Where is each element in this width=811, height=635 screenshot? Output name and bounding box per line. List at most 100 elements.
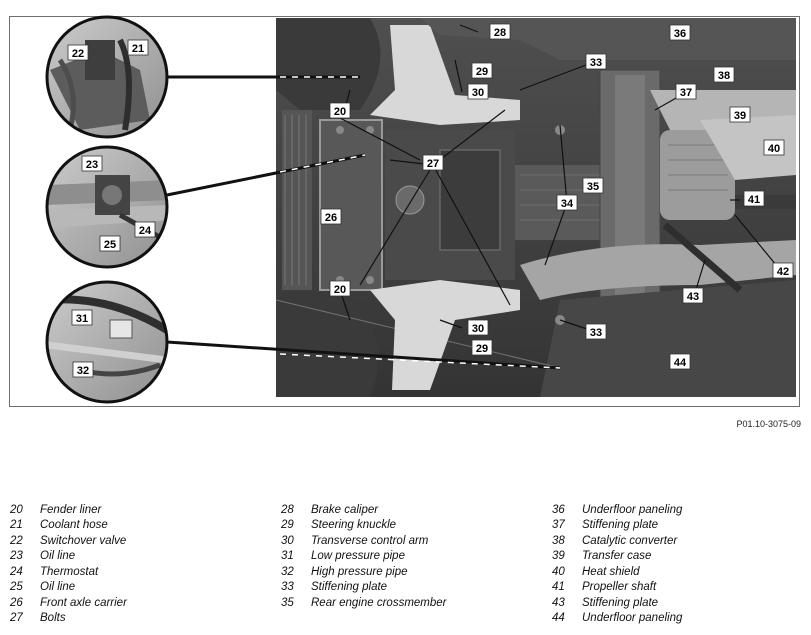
legend-number: 22 — [10, 535, 23, 547]
legend-number: 31 — [281, 550, 294, 562]
legend-label: Stiffening plate — [582, 597, 659, 609]
legend-number: 44 — [552, 612, 565, 624]
callout-c27: 27 — [422, 154, 444, 171]
callout-text: 44 — [674, 357, 687, 369]
callout-text: 31 — [76, 313, 88, 325]
callout-text: 27 — [427, 158, 439, 170]
detail-circle-bottom — [45, 280, 169, 404]
callout-c22: 22 — [67, 44, 89, 61]
legend-label: High pressure pipe — [311, 566, 408, 578]
callout-text: 20 — [334, 106, 346, 118]
callout-text: 34 — [561, 198, 574, 210]
callout-text: 20 — [334, 284, 346, 296]
legend-label: Stiffening plate — [311, 581, 388, 593]
callout-c33a: 33 — [585, 53, 607, 70]
legend-number: 28 — [281, 504, 294, 516]
callout-c30b: 30 — [467, 319, 489, 336]
callout-c43: 43 — [682, 287, 704, 304]
callout-text: 39 — [734, 110, 746, 122]
legend-number: 27 — [10, 612, 23, 624]
callout-c38: 38 — [713, 66, 735, 83]
figure-id: P01.10-3075-09 — [736, 419, 801, 429]
legend-label: Propeller shaft — [582, 581, 657, 593]
legend-label: Coolant hose — [40, 519, 108, 531]
legend-number: 37 — [552, 519, 565, 531]
undercarriage-photo — [276, 18, 796, 397]
legend-label: Fender liner — [40, 504, 102, 516]
callout-text: 42 — [777, 266, 789, 278]
callout-text: 36 — [674, 28, 686, 40]
legend-number: 23 — [10, 550, 23, 562]
callout-text: 24 — [139, 225, 152, 237]
legend-number: 26 — [10, 597, 23, 609]
callout-c26: 26 — [320, 208, 342, 225]
legend-label: Underfloor paneling — [582, 504, 683, 516]
legend-number: 29 — [281, 519, 294, 531]
callout-c32: 32 — [72, 361, 94, 378]
callout-c29b: 29 — [471, 339, 493, 356]
legend-label: Heat shield — [582, 566, 640, 578]
legend-label: Front axle carrier — [40, 597, 127, 609]
callout-c40: 40 — [763, 139, 785, 156]
legend-number: 20 — [10, 504, 23, 516]
legend-label: Catalytic converter — [582, 535, 678, 547]
callout-c36: 36 — [669, 24, 691, 41]
callout-text: 29 — [476, 66, 488, 78]
detail-circle-middle — [45, 145, 169, 269]
legend-label: Transverse control arm — [311, 535, 429, 547]
callout-text: 21 — [132, 43, 144, 55]
callout-text: 30 — [472, 87, 484, 99]
legend-number: 36 — [552, 504, 565, 516]
leader-lines — [339, 24, 782, 333]
callout-text: 22 — [72, 48, 84, 60]
callout-c28: 28 — [489, 23, 511, 40]
callout-labels: 22 21 23 24 25 31 32 28 36 29 30 33 38 37 20 39 27 40 35 41… — [67, 23, 794, 378]
callout-c23: 23 — [81, 155, 103, 172]
legend-number: 30 — [281, 535, 294, 547]
detail-circle-top — [45, 15, 169, 139]
legend-label: Bolts — [40, 612, 66, 624]
legend-number: 33 — [281, 581, 294, 593]
callout-text: 23 — [86, 159, 98, 171]
legend-number: 24 — [10, 566, 23, 578]
callout-c34: 34 — [556, 194, 578, 211]
legend-number: 41 — [552, 581, 565, 593]
legend-label: Low pressure pipe — [311, 550, 405, 562]
legend-label: Steering knuckle — [311, 519, 397, 531]
legend-label: Rear engine crossmember — [311, 597, 447, 609]
callout-c39: 39 — [729, 106, 751, 123]
callout-text: 41 — [748, 194, 760, 206]
callout-c31: 31 — [71, 309, 93, 326]
callout-text: 28 — [494, 27, 506, 39]
legend-label: Oil line — [40, 581, 76, 593]
callout-c41: 41 — [743, 190, 765, 207]
callout-text: 43 — [687, 291, 699, 303]
legend-number: 39 — [552, 550, 565, 562]
callout-text: 38 — [718, 70, 730, 82]
legend-number: 43 — [552, 597, 565, 609]
callout-text: 37 — [680, 87, 692, 99]
legend-label: Switchover valve — [40, 535, 127, 547]
callout-text: 33 — [590, 327, 602, 339]
callout-c21: 21 — [127, 39, 149, 56]
undercarriage-diagram: 22 21 23 24 25 31 32 28 36 29 30 33 38 37 20 39 27 40 35 41… — [45, 15, 796, 404]
legend-label: Transfer case — [582, 550, 652, 562]
callout-c33b: 33 — [585, 323, 607, 340]
legend-number: 25 — [10, 581, 23, 593]
legend-number: 32 — [281, 566, 294, 578]
callout-text: 32 — [77, 365, 89, 377]
callout-text: 35 — [587, 181, 599, 193]
callout-c44: 44 — [669, 353, 691, 370]
callout-text: 29 — [476, 343, 488, 355]
callout-c20b: 20 — [329, 280, 351, 297]
callout-text: 26 — [325, 212, 337, 224]
legend-number: 38 — [552, 535, 565, 547]
callout-c29a: 29 — [471, 62, 493, 79]
callout-text: 30 — [472, 323, 484, 335]
callout-c35: 35 — [582, 177, 604, 194]
callout-text: 25 — [104, 239, 116, 251]
legend-number: 40 — [552, 566, 565, 578]
legend-number: 21 — [10, 519, 23, 531]
callout-text: 40 — [768, 143, 780, 155]
legend-label: Stiffening plate — [582, 519, 659, 531]
